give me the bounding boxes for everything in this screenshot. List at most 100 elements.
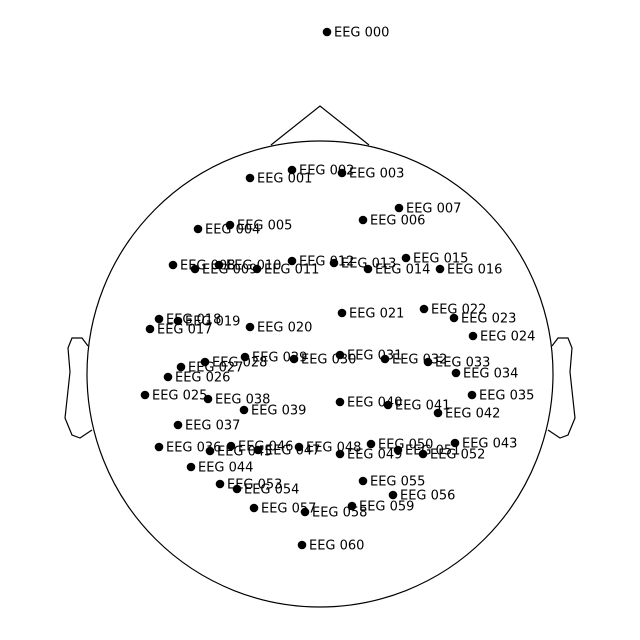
sensor-label: EEG 055 — [370, 475, 425, 490]
sensor-label: EEG 013 — [341, 257, 396, 272]
sensor: EEG 046 — [226, 440, 293, 455]
sensor-dot — [393, 445, 403, 455]
sensor: EEG 043 — [450, 437, 517, 452]
sensor-label: EEG 034 — [463, 367, 518, 382]
sensor-dot — [249, 503, 259, 513]
sensor-dot — [380, 354, 390, 364]
sensor: EEG 059 — [347, 500, 414, 515]
sensor: EEG 028 — [200, 356, 267, 371]
sensor-dot — [394, 203, 404, 213]
sensor: EEG 026 — [163, 371, 230, 386]
sensor-label: EEG 056 — [400, 489, 455, 504]
sensor-dot — [289, 354, 299, 364]
sensor-dot — [337, 308, 347, 318]
sensor-dot — [173, 420, 183, 430]
sensor: EEG 000 — [322, 26, 389, 41]
sensor: EEG 038 — [203, 393, 270, 408]
sensor-dot — [252, 264, 262, 274]
sensor-label: EEG 039 — [251, 404, 306, 419]
sensor-dot — [203, 394, 213, 404]
sensor: EEG 001 — [245, 172, 312, 187]
sensor-label: EEG 046 — [238, 440, 293, 455]
sensor-label: EEG 001 — [257, 172, 312, 187]
sensor-dot — [145, 324, 155, 334]
sensor-label: EEG 023 — [461, 312, 516, 327]
sensor-dot — [214, 260, 224, 270]
sensor: EEG 011 — [252, 263, 319, 278]
sensor-dot — [335, 350, 345, 360]
sensor: EEG 048 — [294, 441, 361, 456]
sensor-dot — [358, 476, 368, 486]
sensor-dot — [418, 449, 428, 459]
sensor: EEG 034 — [451, 367, 518, 382]
sensor-label: EEG 015 — [413, 252, 468, 267]
sensor-dot — [347, 501, 357, 511]
sensor: EEG 052 — [418, 448, 485, 463]
sensor-label: EEG 020 — [257, 321, 312, 336]
sensor: EEG 042 — [433, 407, 500, 422]
sensor: EEG 035 — [467, 389, 534, 404]
sensor-dot — [245, 173, 255, 183]
sensor-label: EEG 016 — [447, 263, 502, 278]
sensor-label: EEG 052 — [430, 448, 485, 463]
sensor-label: EEG 042 — [445, 407, 500, 422]
sensor: EEG 039 — [239, 404, 306, 419]
sensor: EEG 016 — [435, 263, 502, 278]
sensor-label: EEG 054 — [244, 483, 299, 498]
head-outline — [64, 105, 576, 608]
sensor-dot — [240, 352, 250, 362]
sensor: EEG 015 — [401, 252, 468, 267]
sensor-dot — [435, 264, 445, 274]
sensor-label: EEG 007 — [406, 202, 461, 217]
sensor: EEG 056 — [388, 489, 455, 504]
sensor-label: EEG 037 — [185, 419, 240, 434]
sensor-label: EEG 049 — [347, 448, 402, 463]
sensor: EEG 017 — [145, 323, 212, 338]
sensor-label: EEG 047 — [265, 444, 320, 459]
sensor-dot — [388, 490, 398, 500]
sensor-dot — [363, 264, 373, 274]
sensor-dot — [294, 442, 304, 452]
sensor-label: EEG 041 — [395, 399, 450, 414]
sensor-label: EEG 019 — [185, 315, 240, 330]
sensor: EEG 012 — [287, 255, 354, 270]
sensor-dot — [205, 446, 215, 456]
sensor: EEG 020 — [245, 321, 312, 336]
sensor: EEG 050 — [366, 438, 433, 453]
sensor: EEG 023 — [449, 312, 516, 327]
sensor-label: EEG 038 — [215, 393, 270, 408]
nose-outline — [270, 105, 370, 146]
sensor-label: EEG 010 — [226, 259, 281, 274]
sensor-label: EEG 060 — [309, 539, 364, 554]
sensor-dot — [287, 165, 297, 175]
sensor-dot — [450, 438, 460, 448]
sensor-dot — [419, 304, 429, 314]
sensor-dot — [401, 253, 411, 263]
sensor: EEG 040 — [335, 396, 402, 411]
sensor-label: EEG 005 — [237, 219, 292, 234]
sensor: EEG 003 — [337, 167, 404, 182]
sensor-dot — [449, 313, 459, 323]
sensor-label: EEG 048 — [306, 441, 361, 456]
sensor: EEG 044 — [186, 461, 253, 476]
sensor: EEG 013 — [329, 257, 396, 272]
sensor-label: EEG 002 — [299, 164, 354, 179]
sensor-label: EEG 025 — [152, 389, 207, 404]
sensor-label: EEG 006 — [370, 214, 425, 229]
sensor-label: EEG 011 — [264, 263, 319, 278]
sensor: EEG 006 — [358, 214, 425, 229]
sensor-dot — [226, 441, 236, 451]
sensor: EEG 037 — [173, 419, 240, 434]
sensor-dot — [253, 445, 263, 455]
sensor-label: EEG 026 — [175, 371, 230, 386]
sensor-label: EEG 003 — [349, 167, 404, 182]
sensor: EEG 007 — [394, 202, 461, 217]
sensor-label: EEG 059 — [359, 500, 414, 515]
sensor-dot — [451, 368, 461, 378]
sensor-dot — [322, 27, 332, 37]
sensor-dot — [154, 442, 164, 452]
sensor-label: EEG 014 — [375, 263, 430, 278]
sensor-dot — [190, 264, 200, 274]
sensor-dot — [215, 479, 225, 489]
sensor-dot — [239, 405, 249, 415]
